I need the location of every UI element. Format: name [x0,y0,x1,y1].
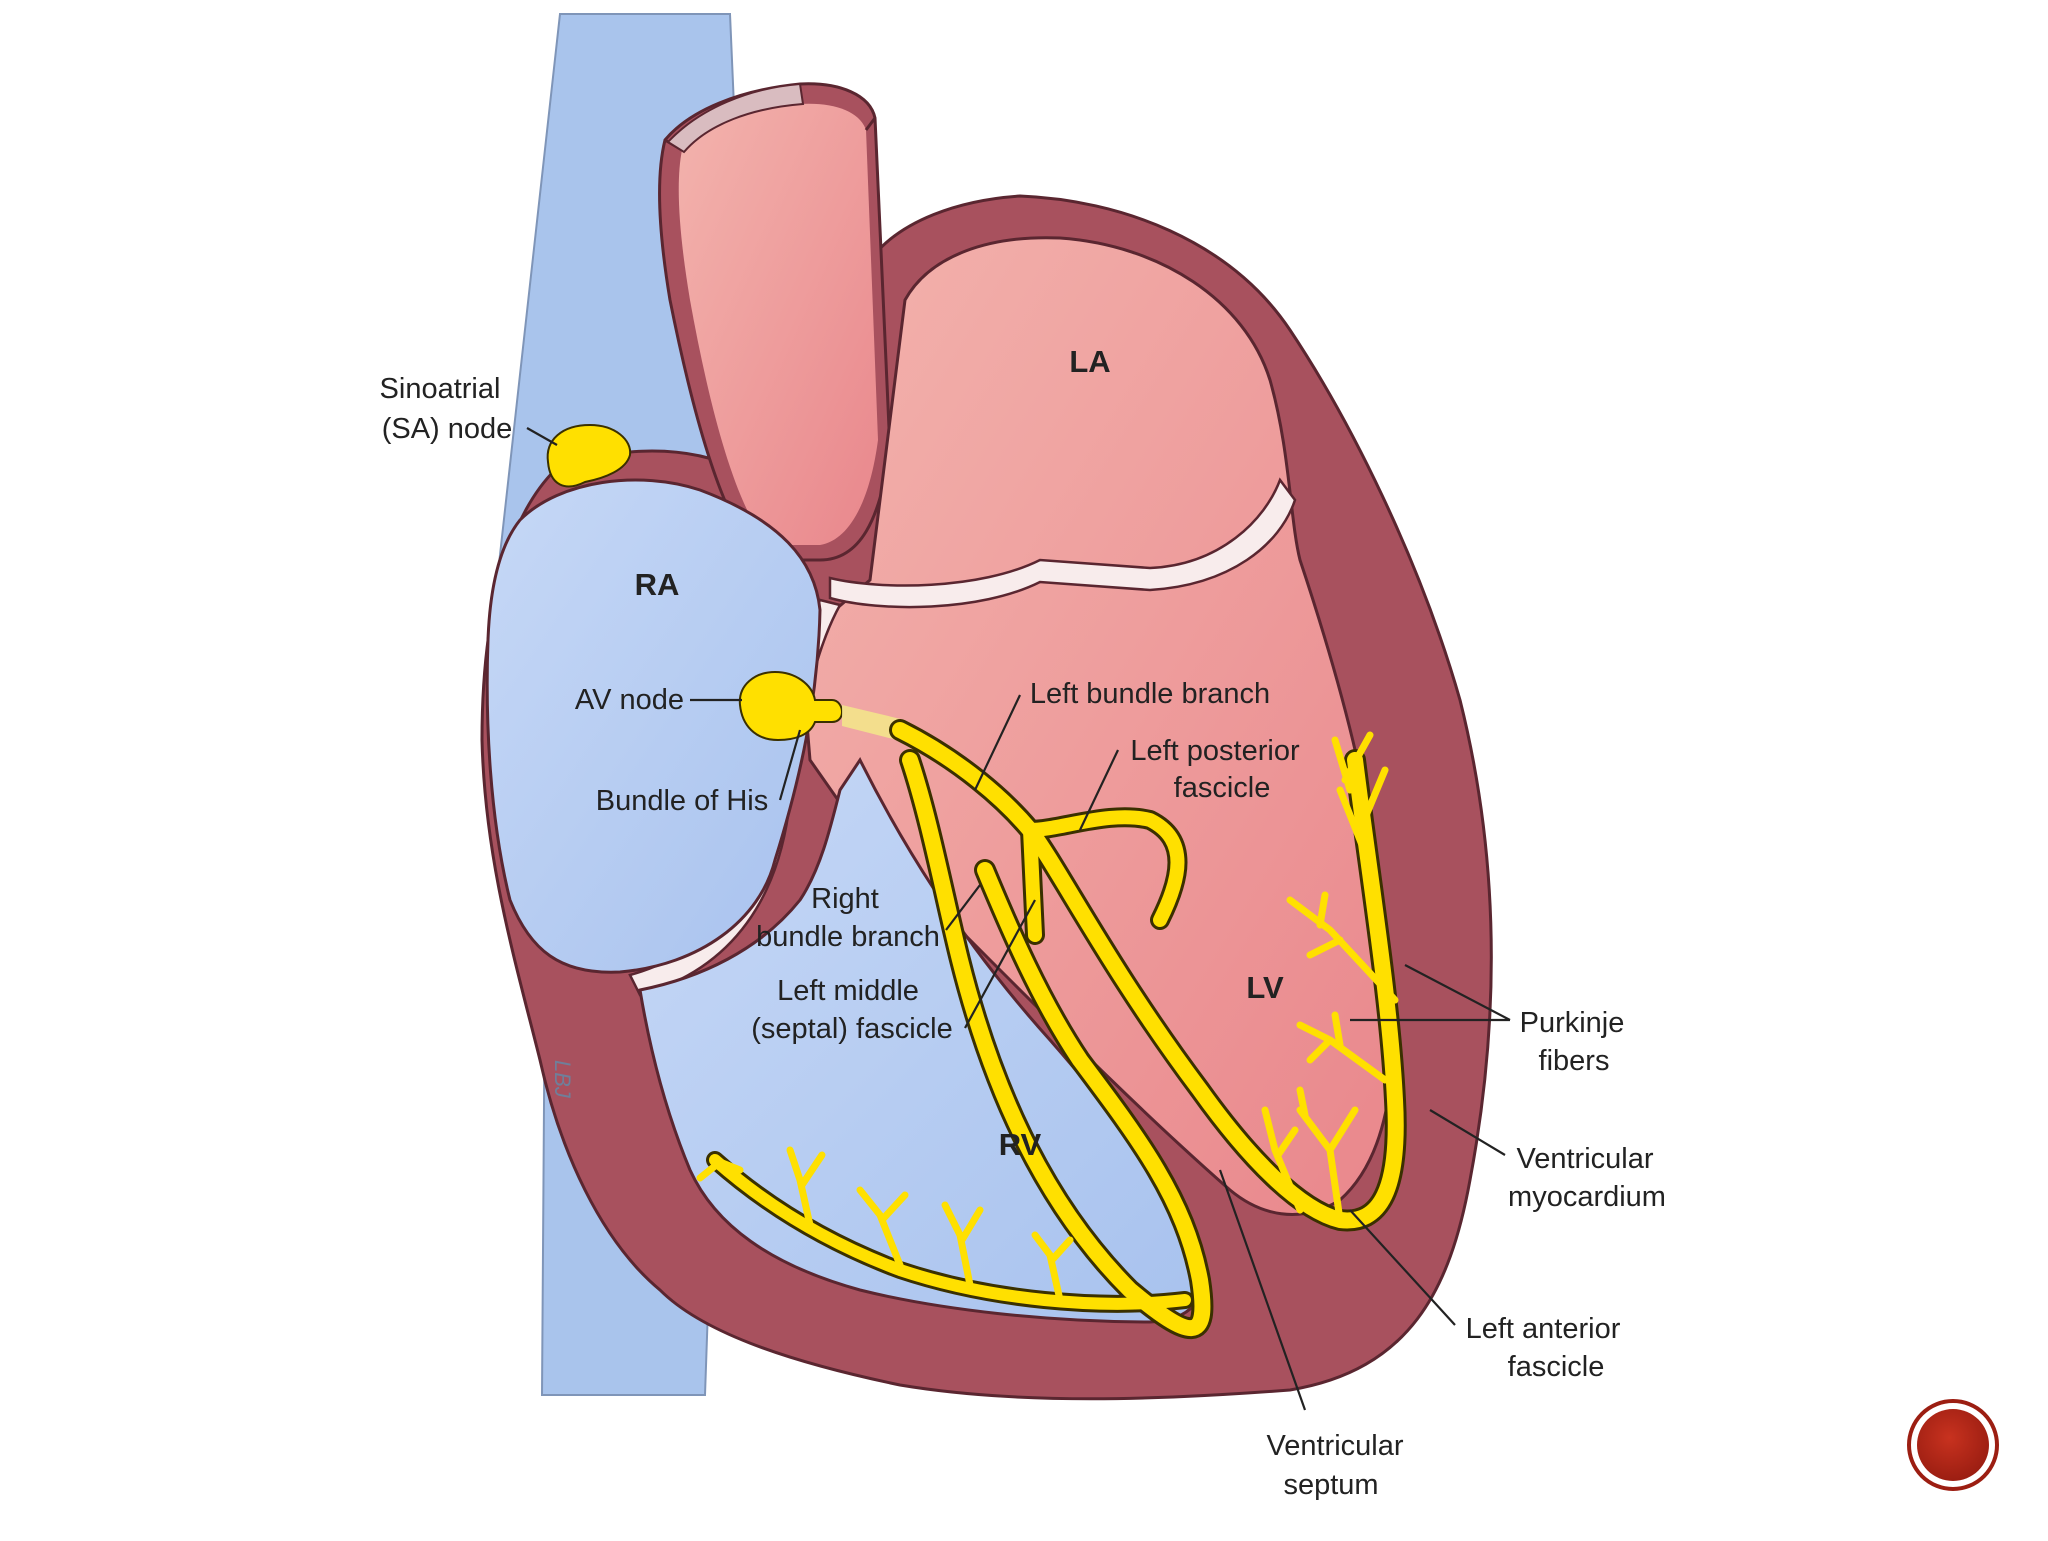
label-left-middle-fascicle-line1: Left middle [777,975,919,1007]
label-left-bundle-branch: Left bundle branch [1030,678,1270,710]
label-right-bundle-branch-line2: bundle branch [756,921,940,953]
label-ventricular-septum-line1: Ventricular [1266,1430,1403,1462]
label-right-bundle-branch-line1: Right [811,883,879,915]
label-bundle-of-his: Bundle of His [596,785,769,817]
label-sa-node-line2: (SA) node [382,413,513,445]
label-left-middle-fascicle-line2: (septal) fascicle [751,1013,952,1045]
label-purkinje-fibers-line2: fibers [1539,1045,1610,1077]
sa-node [546,423,632,488]
leader-lines [526,427,1511,1411]
label-lv: LV [1246,970,1284,1005]
watermark-lbj: LBJ [550,1060,575,1099]
label-purkinje-fibers-line1: Purkinje [1520,1007,1625,1039]
label-left-posterior-fascicle-line2: fascicle [1174,772,1271,804]
next-slide-button[interactable] [1907,1399,1999,1491]
label-left-anterior-fascicle-line2: fascicle [1508,1351,1605,1383]
label-left-anterior-fascicle-line1: Left anterior [1466,1313,1621,1345]
great-artery [658,82,892,562]
label-ventricular-septum-line2: septum [1283,1469,1378,1501]
label-ventricular-myocardium-line2: myocardium [1508,1181,1666,1213]
label-la: LA [1069,344,1110,379]
label-sa-node-line1: Sinoatrial [380,373,501,405]
label-rv: RV [999,1127,1042,1162]
label-ventricular-myocardium-line1: Ventricular [1516,1143,1653,1175]
label-av-node: AV node [575,684,684,716]
conduction-system [696,719,1407,1339]
label-left-posterior-fascicle-line1: Left posterior [1130,735,1300,767]
right-atrium-cavity [485,478,822,974]
av-node [738,670,905,742]
label-ra: RA [635,567,680,602]
